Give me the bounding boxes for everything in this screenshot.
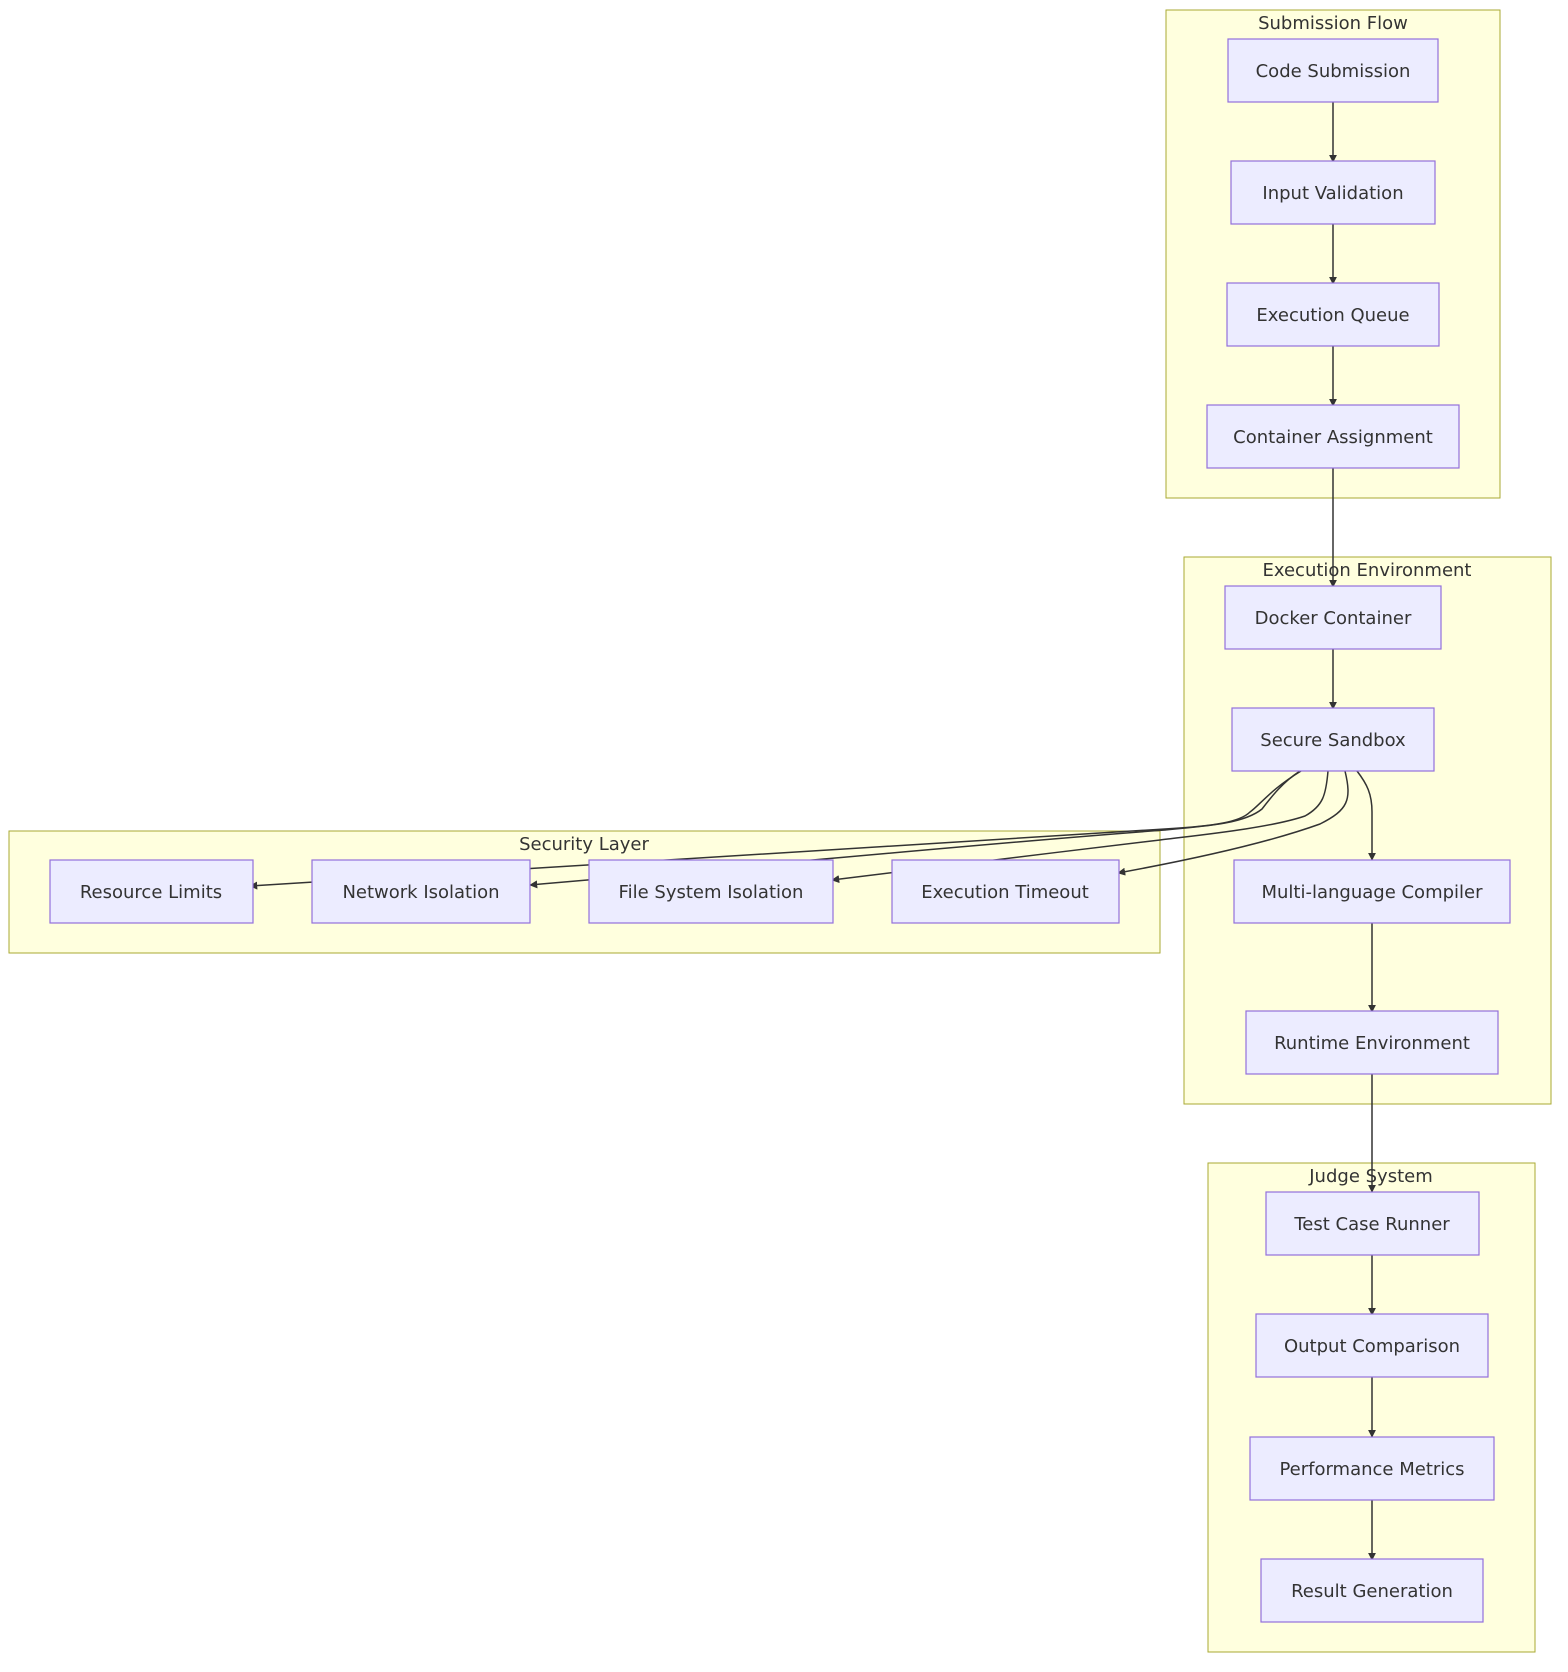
node-performance-metrics[interactable]: Performance Metrics xyxy=(1249,1436,1495,1501)
node-container-assignment[interactable]: Container Assignment xyxy=(1206,404,1460,469)
node-test-case-runner[interactable]: Test Case Runner xyxy=(1265,1191,1480,1256)
node-label: File System Isolation xyxy=(619,882,804,903)
node-label: Result Generation xyxy=(1291,1581,1453,1602)
node-execution-timeout[interactable]: Execution Timeout xyxy=(891,859,1120,924)
cluster-label: Security Layer xyxy=(519,834,649,855)
node-label: Execution Timeout xyxy=(921,882,1089,903)
node-label: Output Comparison xyxy=(1284,1336,1460,1357)
node-multi-language-compiler[interactable]: Multi-language Compiler xyxy=(1233,859,1511,924)
cluster-label: Judge System xyxy=(1308,1166,1433,1187)
node-label: Code Submission xyxy=(1256,61,1411,82)
cluster-label: Execution Environment xyxy=(1263,560,1472,581)
node-label: Input Validation xyxy=(1262,183,1403,204)
node-label: Multi-language Compiler xyxy=(1261,882,1483,903)
edge-secure-sandbox-to-execution-timeout xyxy=(1117,770,1349,876)
node-label: Secure Sandbox xyxy=(1260,730,1406,751)
cluster-label: Submission Flow xyxy=(1258,13,1408,34)
node-label: Execution Queue xyxy=(1256,305,1409,326)
node-resource-limits[interactable]: Resource Limits xyxy=(49,859,254,924)
node-network-isolation[interactable]: Network Isolation xyxy=(311,859,531,924)
node-result-generation[interactable]: Result Generation xyxy=(1260,1558,1484,1623)
node-secure-sandbox[interactable]: Secure Sandbox xyxy=(1231,707,1435,772)
node-execution-queue[interactable]: Execution Queue xyxy=(1226,282,1440,347)
node-file-system-isolation[interactable]: File System Isolation xyxy=(588,859,834,924)
node-output-comparison[interactable]: Output Comparison xyxy=(1255,1313,1489,1378)
node-label: Network Isolation xyxy=(342,882,499,903)
node-runtime-environment[interactable]: Runtime Environment xyxy=(1245,1010,1499,1075)
node-label: Runtime Environment xyxy=(1274,1033,1470,1054)
edges xyxy=(249,102,1376,1561)
edge-secure-sandbox-to-multi-language-compiler xyxy=(1356,770,1376,861)
node-label: Docker Container xyxy=(1255,608,1412,629)
node-docker-container[interactable]: Docker Container xyxy=(1224,585,1442,650)
node-label: Test Case Runner xyxy=(1293,1214,1450,1235)
node-input-validation[interactable]: Input Validation xyxy=(1230,160,1436,225)
node-label: Container Assignment xyxy=(1233,427,1433,448)
node-code-submission[interactable]: Code Submission xyxy=(1227,38,1439,103)
node-label: Performance Metrics xyxy=(1279,1459,1464,1480)
node-label: Resource Limits xyxy=(80,882,222,903)
